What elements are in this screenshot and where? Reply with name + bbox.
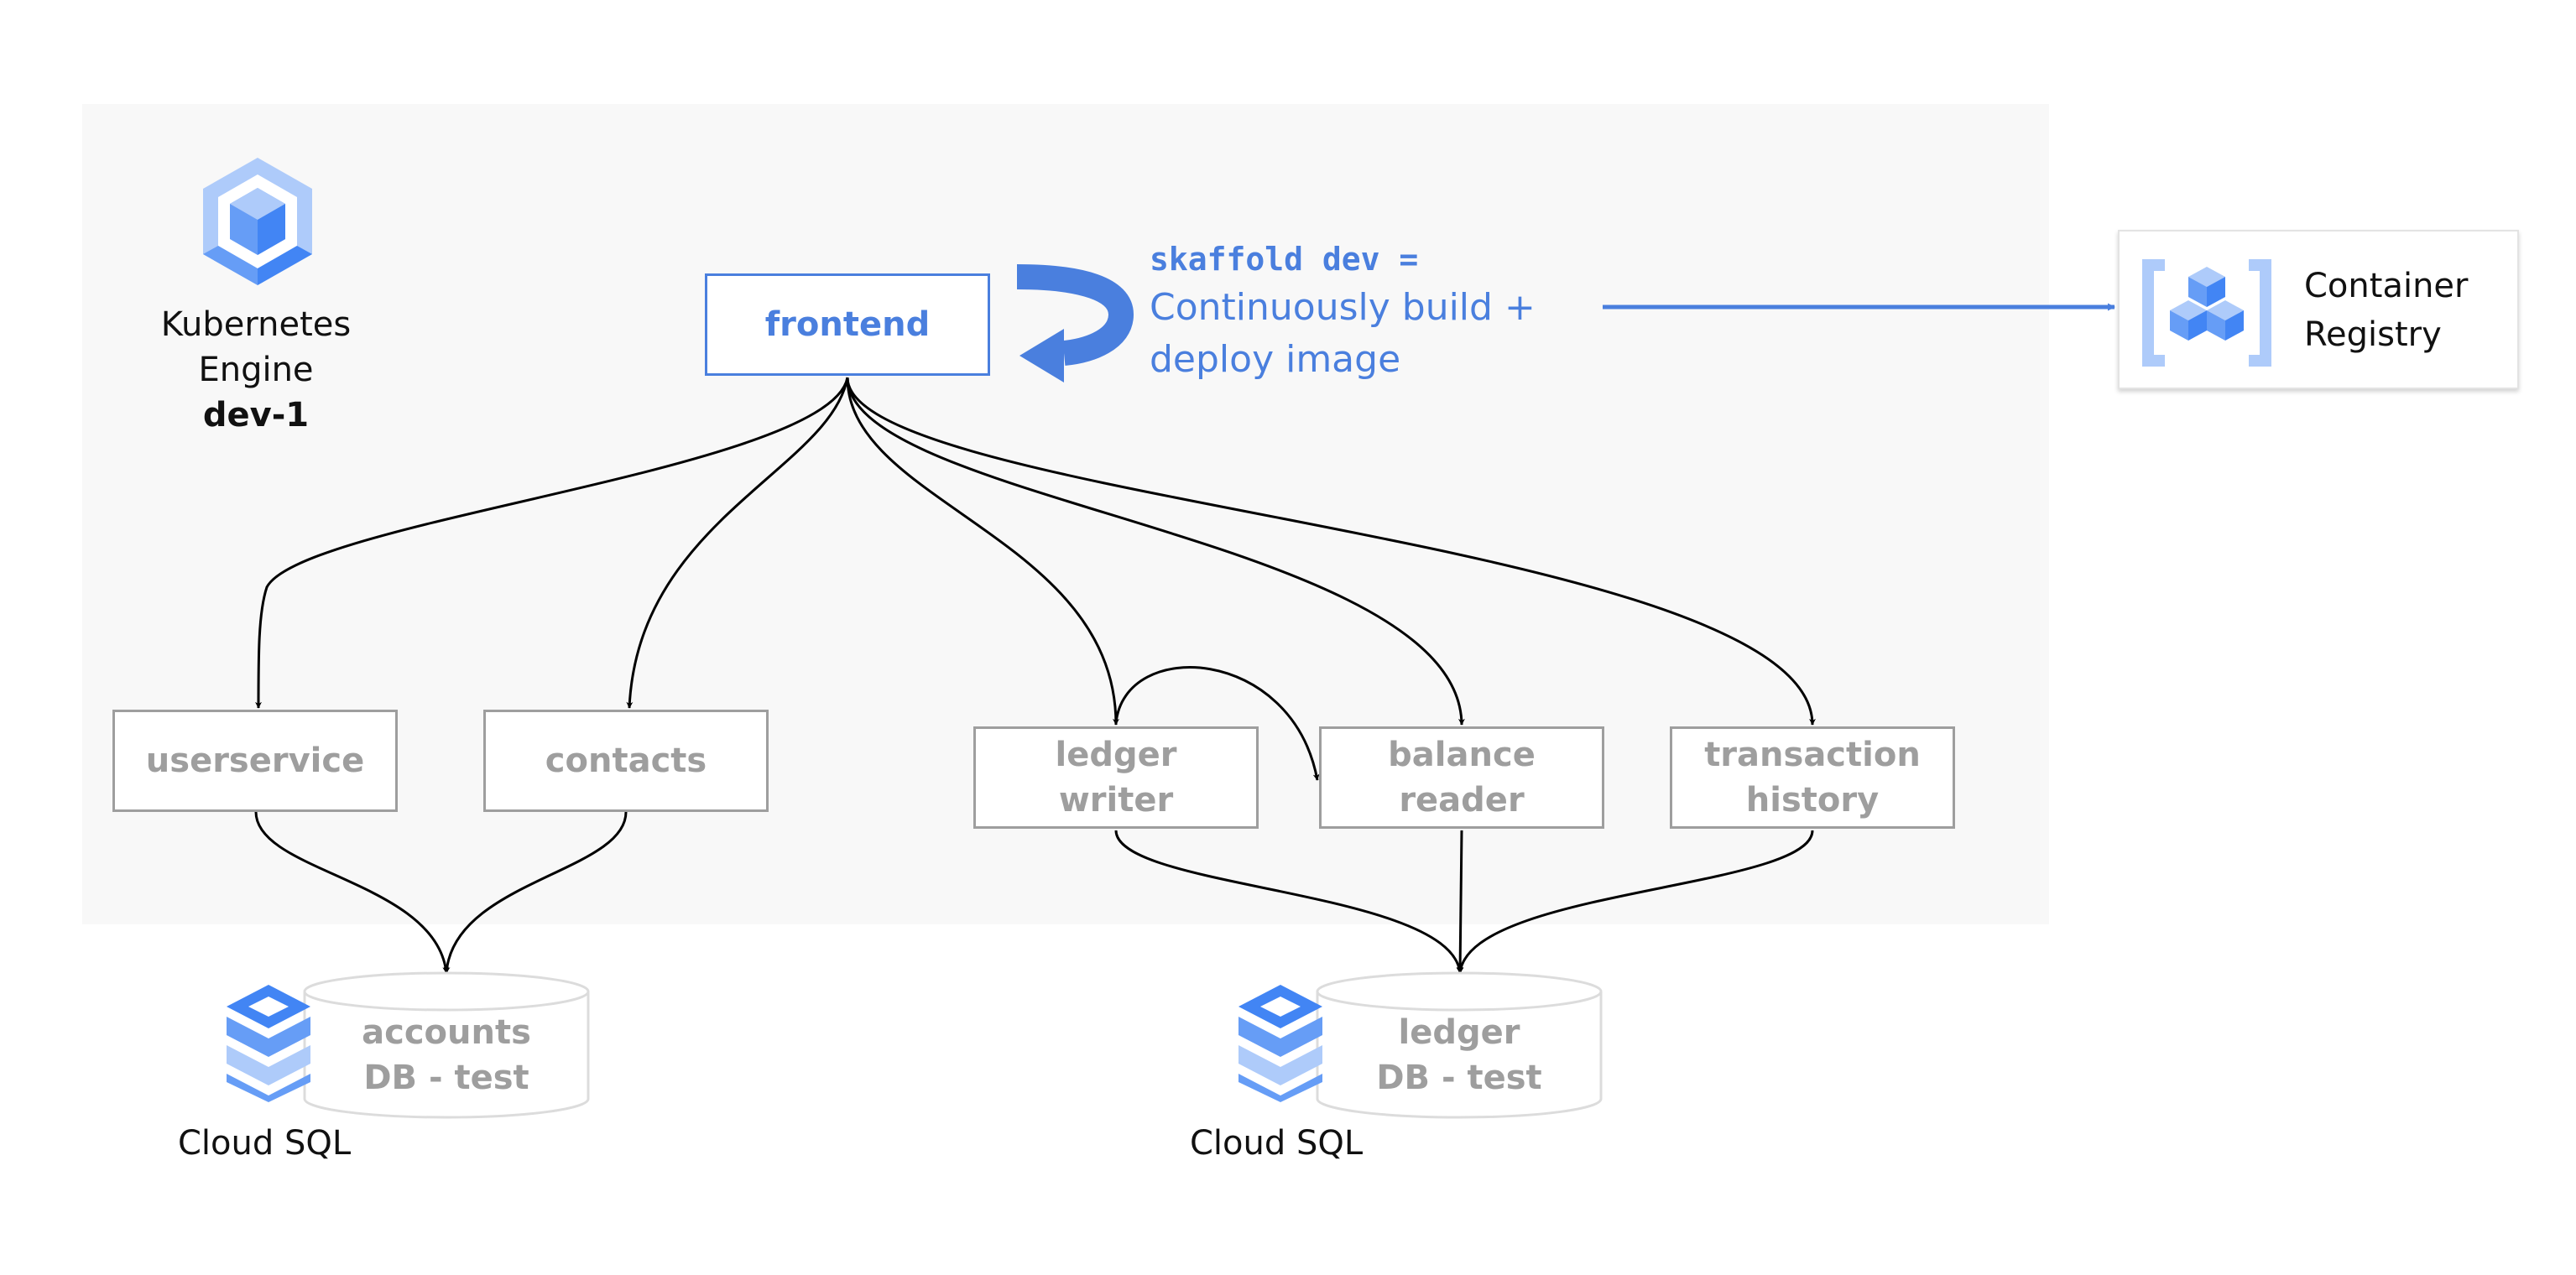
balance-reader-label: balance reader — [1388, 736, 1536, 820]
edge-frontend-contacts — [626, 377, 849, 709]
edge-transaction-history-ledger-db — [1457, 830, 1814, 974]
kubernetes-engine-icon — [203, 158, 312, 285]
contacts-node[interactable]: contacts — [483, 710, 769, 812]
edge-ledger-writer-ledger-db — [1114, 830, 1463, 974]
edge-frontend-transaction-history — [846, 377, 1816, 726]
frontend-service-node[interactable]: frontend — [705, 273, 990, 376]
balance-reader-node[interactable]: balance reader — [1319, 726, 1604, 829]
accounts-db-cylinder — [303, 971, 590, 1119]
cluster-name: dev-1 — [202, 396, 310, 435]
kubernetes-engine-label: Kubernetes Engine dev-1 — [126, 302, 386, 438]
ledger-writer-node[interactable]: ledger writer — [973, 726, 1259, 829]
edge-balance-reader-ledger-db — [1457, 830, 1464, 974]
accounts-db-label: accounts DB - test — [362, 1013, 531, 1097]
ledger-db-label: ledger DB - test — [1376, 1013, 1542, 1097]
kubernetes-engine-title: Kubernetes Engine — [160, 305, 352, 389]
frontend-service-label: frontend — [764, 305, 931, 344]
ledger-db-cylinder — [1316, 971, 1603, 1119]
transaction-history-label: transaction history — [1704, 736, 1921, 820]
rebuild-loop-arrow-icon — [1016, 264, 1134, 382]
cloud-sql-label: Cloud SQL — [1190, 1124, 1364, 1163]
skaffold-annotation: skaffold dev = Continuously build + depl… — [1150, 237, 1619, 386]
userservice-node[interactable]: userservice — [112, 710, 398, 812]
container-registry-card[interactable]: Container Registry — [2118, 230, 2519, 389]
transaction-history-node[interactable]: transaction history — [1670, 726, 1955, 829]
container-registry-icon — [2142, 259, 2271, 367]
edge-userservice-accounts-db — [254, 811, 450, 974]
cloud-sql-icon — [1238, 985, 1322, 1102]
cloud-sql-icon — [227, 985, 310, 1102]
skaffold-command: skaffold dev = — [1150, 241, 1419, 278]
contacts-label: contacts — [545, 742, 707, 780]
ledger-writer-label: ledger writer — [1055, 736, 1177, 820]
edge-frontend-ledger-writer — [846, 377, 1119, 726]
container-registry-label: Container Registry — [2304, 267, 2469, 354]
edge-frontend-userservice — [255, 377, 849, 709]
edge-ledger-writer-balance-reader — [1114, 666, 1320, 781]
cloud-sql-label: Cloud SQL — [178, 1124, 352, 1163]
edge-frontend-balance-reader — [846, 377, 1465, 726]
edge-contacts-accounts-db — [443, 811, 628, 974]
skaffold-description: Continuously build + deploy image — [1150, 286, 1536, 381]
userservice-label: userservice — [145, 742, 365, 780]
